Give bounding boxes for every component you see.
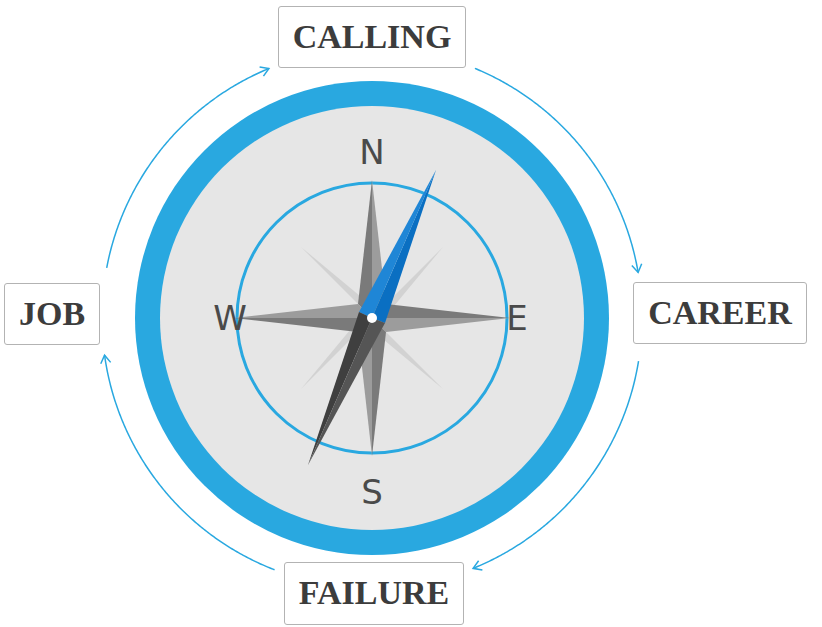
cycle-arrow (473, 361, 638, 568)
stage-box: JOB (4, 283, 100, 346)
compass-ring (135, 81, 609, 555)
cycle-arrow (107, 68, 269, 267)
stage-box: CALLING (278, 6, 467, 69)
stage-label: CAREER (648, 293, 792, 334)
cycle-arrow (105, 355, 275, 570)
compass-face (160, 106, 584, 530)
compass-direction: E (506, 301, 527, 335)
compass-direction: W (213, 301, 247, 335)
stage-label: FAILURE (299, 573, 450, 614)
compass-rose (234, 180, 510, 456)
cycle-arrow (475, 68, 638, 272)
compass-direction: N (359, 135, 384, 169)
compass-needle (308, 170, 436, 465)
stage-label: JOB (19, 294, 85, 335)
stage-label: CALLING (293, 17, 452, 58)
compass-direction: S (361, 475, 383, 509)
stage-box: CAREER (633, 282, 807, 345)
stage-box: FAILURE (284, 562, 465, 625)
